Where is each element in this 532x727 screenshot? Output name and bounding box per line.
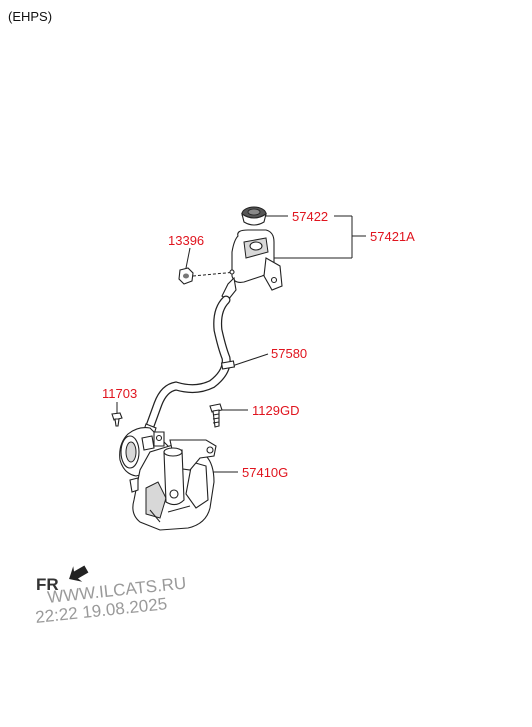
label-57422[interactable]: 57422 — [292, 209, 328, 224]
leader-lines — [116, 215, 366, 473]
label-11703[interactable]: 11703 — [102, 386, 137, 401]
label-57580[interactable]: 57580 — [271, 346, 307, 361]
front-arrow-icon — [69, 565, 89, 582]
reservoir-tank — [221, 229, 283, 301]
pump-assembly — [119, 427, 217, 531]
nut-13396 — [178, 267, 194, 285]
front-label: FR — [36, 575, 59, 594]
bolt-11703 — [111, 412, 123, 427]
label-57410G[interactable]: 57410G — [242, 465, 288, 480]
diagram-variant-label: (EHPS) — [8, 9, 53, 24]
label-57421A[interactable]: 57421A — [370, 229, 415, 244]
label-1129GD[interactable]: 1129GD — [252, 403, 299, 418]
bolt-1129GD — [209, 403, 223, 428]
return-hose — [141, 295, 236, 441]
reservoir-cap — [241, 206, 267, 226]
front-direction-indicator: FR — [36, 565, 89, 594]
label-13396[interactable]: 13396 — [168, 233, 204, 248]
part-number-labels: 57422 57421A 13396 57580 11703 1129GD 57… — [102, 209, 415, 480]
